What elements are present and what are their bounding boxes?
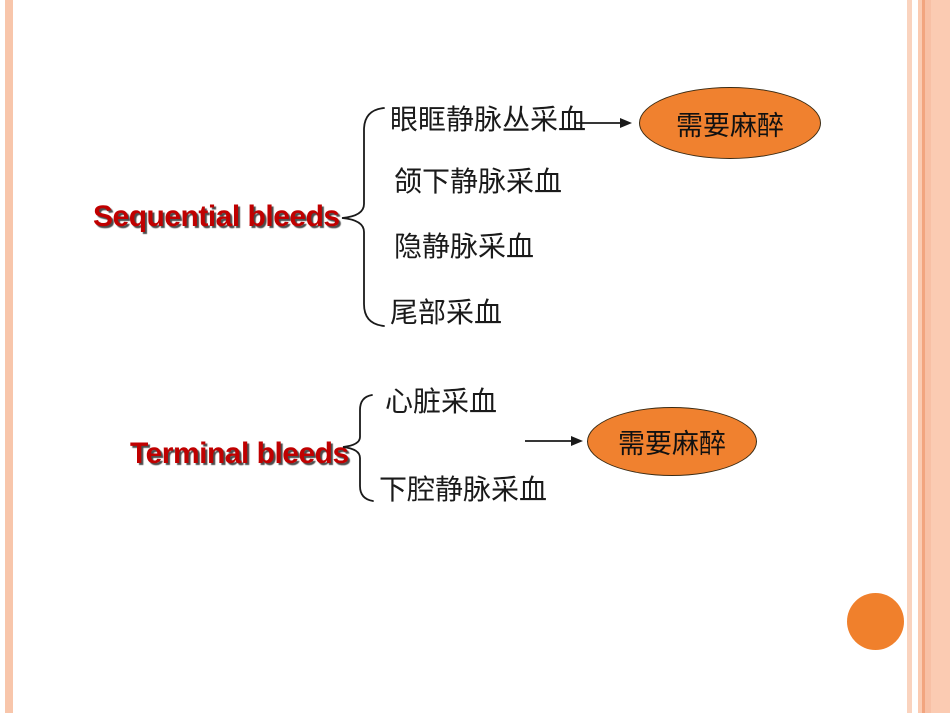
anesthesia-required-label: 需要麻醉 [618,429,726,460]
decorative-circle [847,593,904,650]
right-border-inner-stripe [925,0,931,713]
sequential-brace-icon [338,104,388,335]
sequential-item-saphenous-vein: 隐静脉采血 [394,230,535,263]
anesthesia-required-ellipse-sequential: 需要麻醉 [639,87,821,159]
left-border-stripe [5,0,13,713]
sequential-item-submandibular-vein: 颌下静脉采血 [394,165,563,198]
anesthesia-required-label: 需要麻醉 [676,110,784,142]
right-border-accent-line [922,0,925,713]
terminal-item-inferior-vena-cava: 下腔静脉采血 [379,473,548,506]
right-border-thin-stripe [907,0,912,713]
anesthesia-required-ellipse-terminal: 需要麻醉 [587,407,757,476]
sequential-item-orbital-plexus: 眼眶静脉丛采血 [390,103,587,136]
terminal-item-cardiac: 心脏采血 [385,385,498,418]
arrow-right-icon [523,431,585,456]
sequential-bleeds-label: Sequential bleeds [93,200,340,233]
terminal-bleeds-label: Terminal bleeds [130,437,349,470]
sequential-item-tail: 尾部采血 [390,296,503,329]
arrow-right-icon [574,113,634,138]
terminal-brace-icon [340,392,380,511]
